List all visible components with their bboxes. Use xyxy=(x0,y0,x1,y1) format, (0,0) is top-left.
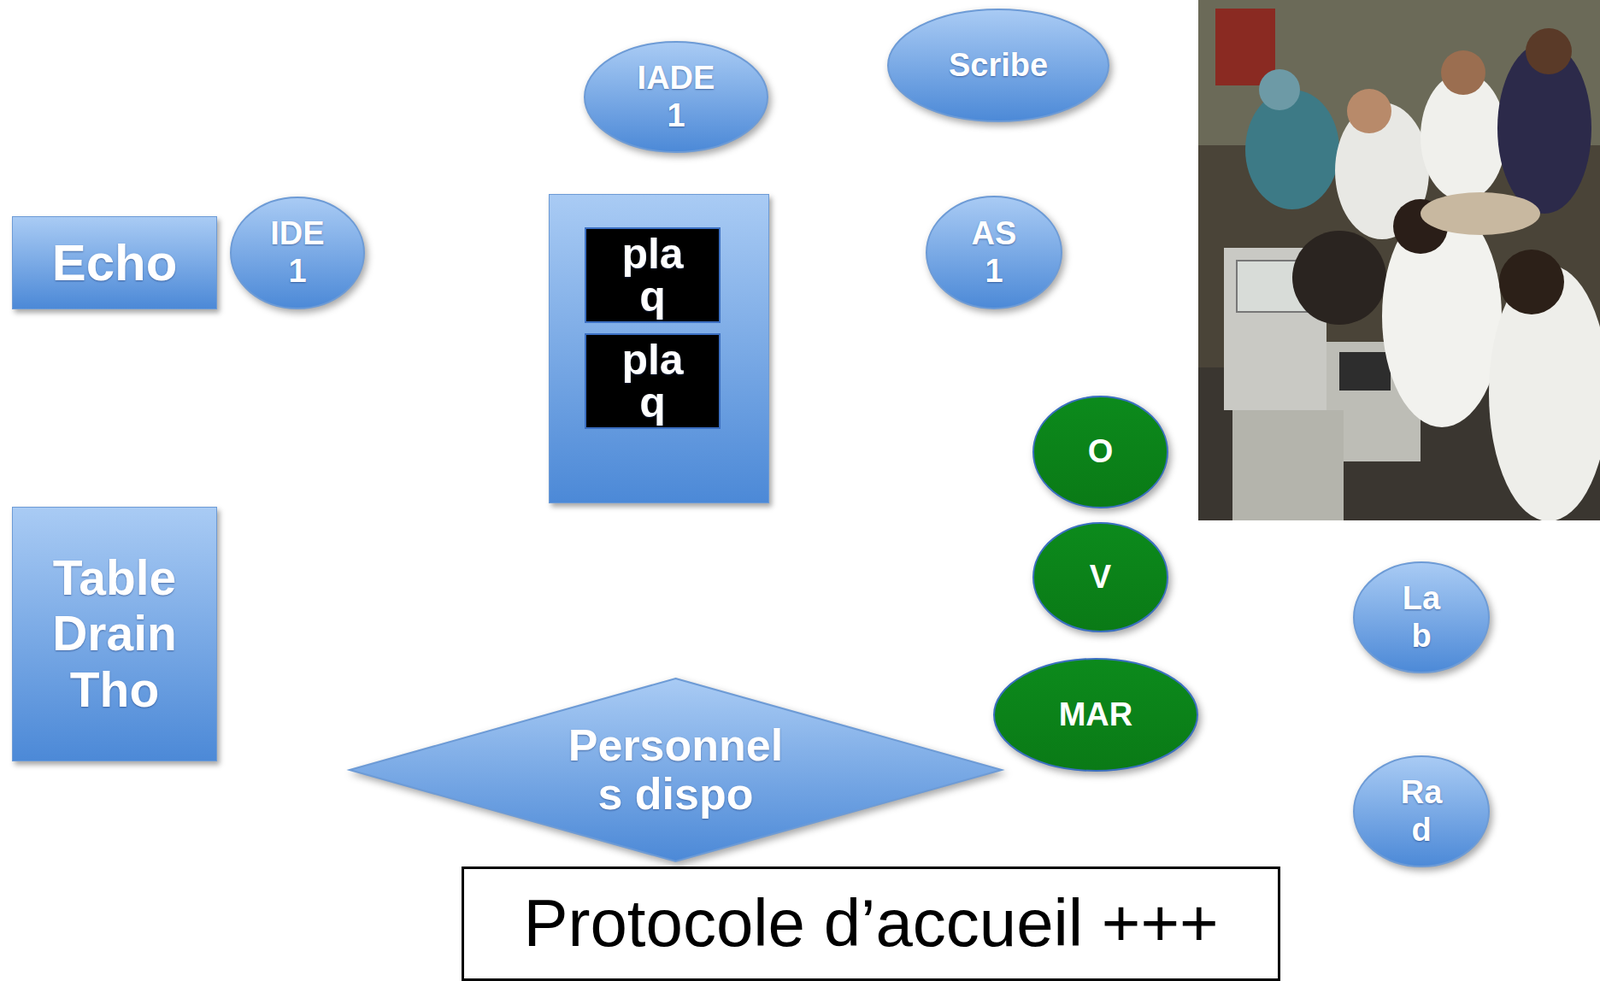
node-label: MAR xyxy=(1058,696,1134,735)
role-ellipse: IADE 1 xyxy=(583,41,769,153)
shape-fill xyxy=(1353,756,1489,867)
equipment-box: Table Drain Tho xyxy=(11,506,218,762)
text-group: AS 1 xyxy=(968,215,1020,290)
staff-head xyxy=(1525,28,1572,75)
role-ellipse: Scribe xyxy=(887,8,1110,123)
decision-diamond: Personnel s dispo xyxy=(348,677,1003,863)
equipment-box: Echo xyxy=(11,216,218,310)
patient-bed xyxy=(1420,192,1541,236)
node-label: AS 1 xyxy=(968,215,1020,290)
shape-fill xyxy=(349,678,1002,862)
text-group: V xyxy=(1089,558,1112,597)
text-group: Ra d xyxy=(1398,774,1446,849)
role-ellipse: AS 1 xyxy=(925,195,1063,310)
shape-fill xyxy=(1033,523,1168,632)
text-group: La b xyxy=(1395,580,1448,655)
text-group: O xyxy=(1088,433,1114,471)
node-label: Scribe xyxy=(948,47,1048,85)
text-group: pla q xyxy=(616,232,689,318)
text-group: Scribe xyxy=(948,47,1048,85)
text-group: IDE 1 xyxy=(265,215,330,290)
text-group: IADE 1 xyxy=(629,59,724,135)
emergency-room-photo xyxy=(1198,0,1600,521)
shape-fill xyxy=(230,197,365,309)
node-label: Table Drain Tho xyxy=(29,550,200,719)
protocol-box: Protocole d’accueil +++ xyxy=(461,866,1281,981)
role-circle: V xyxy=(1032,522,1169,633)
text-group: Echo xyxy=(52,233,178,293)
node-label: Echo xyxy=(52,233,178,293)
staff-head xyxy=(1499,249,1565,315)
role-ellipse: Ra d xyxy=(1352,755,1490,868)
text-group: pla q xyxy=(616,338,689,424)
node-label: V xyxy=(1089,558,1112,597)
shape-fill xyxy=(994,658,1198,771)
text-group: Protocole d’accueil +++ xyxy=(523,885,1218,963)
node-label: pla q xyxy=(616,232,689,318)
plaque-box: pla q xyxy=(584,333,721,430)
staff-head xyxy=(1441,50,1486,95)
node-label: IDE 1 xyxy=(265,215,330,290)
text-group: MAR xyxy=(1058,696,1134,735)
monitor-equipment xyxy=(1215,8,1276,86)
plaque-box: pla q xyxy=(584,227,721,324)
role-ellipse: IDE 1 xyxy=(229,196,365,310)
shape-fill xyxy=(1033,396,1168,508)
monitor-screen xyxy=(1339,352,1391,391)
shape-fill xyxy=(1353,562,1489,673)
role-ellipse: MAR xyxy=(993,658,1199,772)
monitor-equipment xyxy=(1232,410,1344,521)
staff-figure xyxy=(1245,89,1340,210)
node-label: Ra d xyxy=(1398,774,1446,849)
node-label: La b xyxy=(1395,580,1448,655)
node-label: Personnel s dispo xyxy=(552,721,800,819)
node-label: Protocole d’accueil +++ xyxy=(523,885,1218,963)
bed-box: pla q pla q xyxy=(548,194,770,504)
staff-head xyxy=(1258,69,1300,111)
shape-fill xyxy=(888,9,1109,122)
shape-fill xyxy=(584,41,768,153)
shape-fill xyxy=(926,196,1062,309)
node-label: pla q xyxy=(616,338,689,424)
staff-figure xyxy=(1292,230,1387,325)
text-group: Personnel s dispo xyxy=(552,721,800,819)
node-label: IADE 1 xyxy=(629,59,724,135)
staff-head xyxy=(1347,88,1392,134)
node-label: O xyxy=(1088,433,1114,471)
role-ellipse: La b xyxy=(1352,561,1490,674)
text-group: Table Drain Tho xyxy=(29,550,200,719)
role-circle: O xyxy=(1032,395,1169,509)
